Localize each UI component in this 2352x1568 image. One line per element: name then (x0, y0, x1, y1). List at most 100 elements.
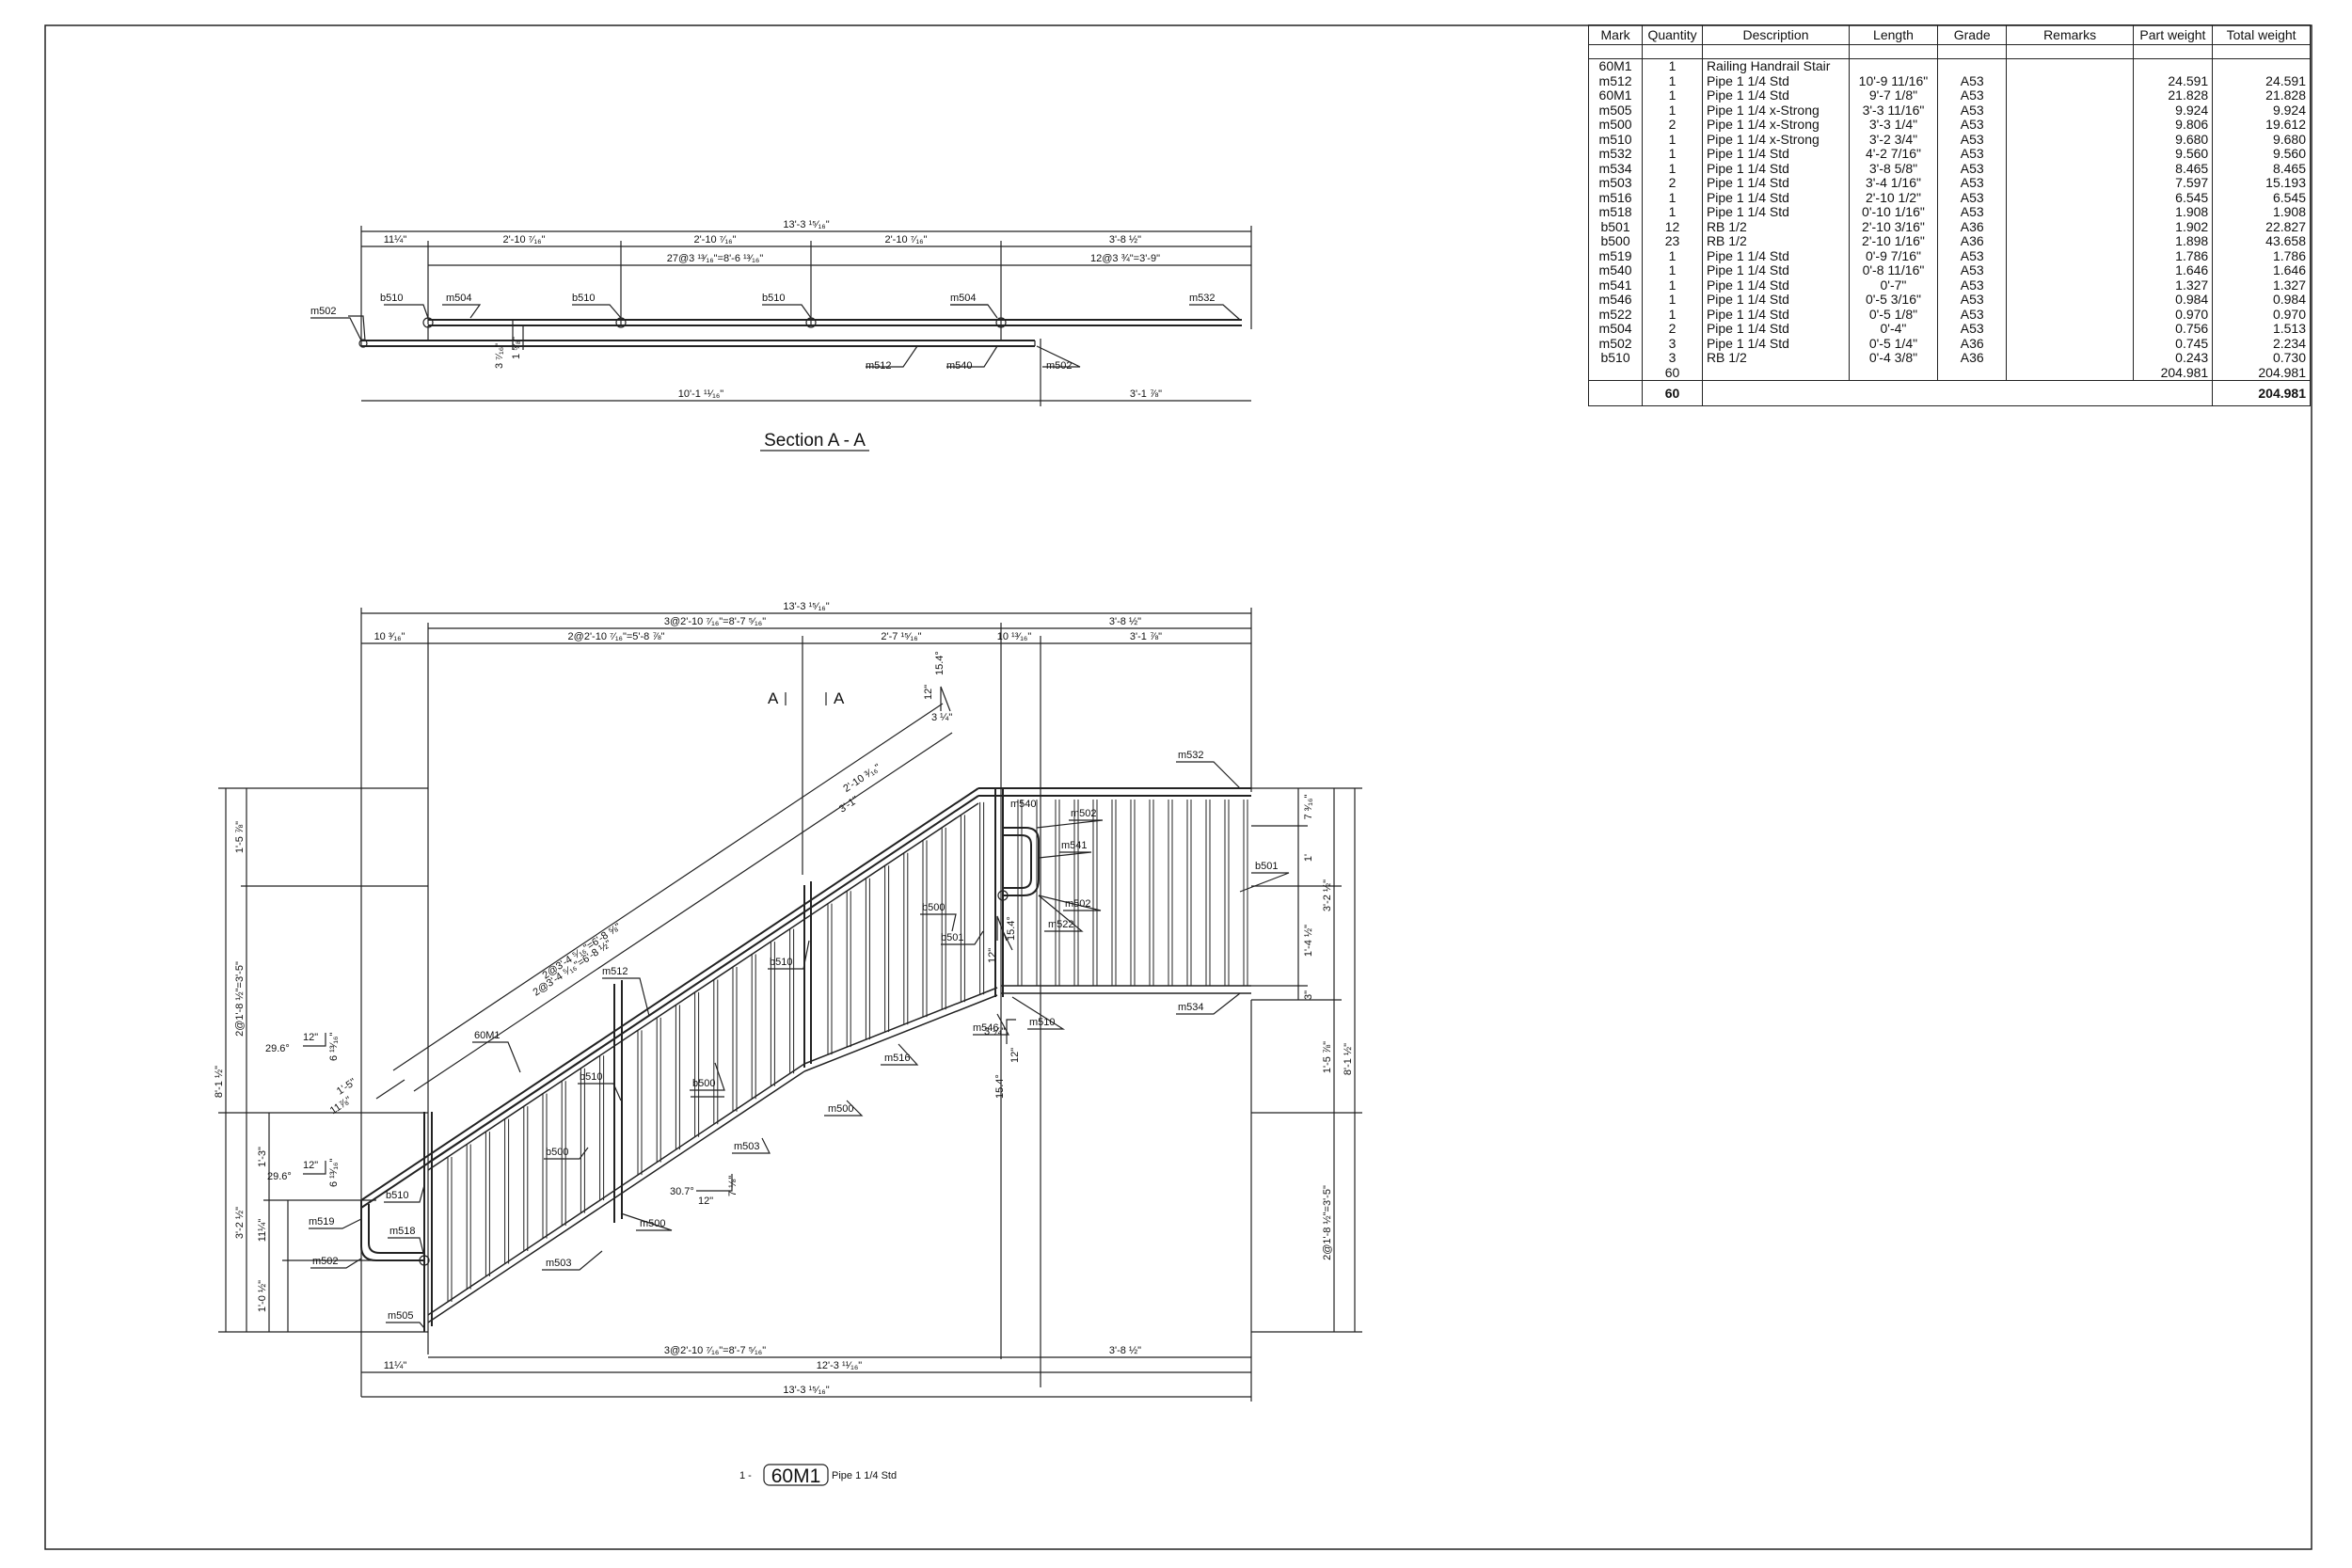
dim-elev-bottom-a: 3@2'-10 ⁷⁄₁₆"=8'-7 ⁵⁄₁₆" (664, 1345, 766, 1356)
elev-part-label: 60M1 (474, 1030, 501, 1041)
dim-section-d5: 3'-8 ½" (1109, 234, 1141, 245)
dim-section-bottom-right: 3'-1 ⅞" (1130, 388, 1162, 400)
elev-part-label: b501 (941, 932, 963, 943)
bom-cell-grade: A53 (1936, 190, 2008, 205)
bom-cell-total: 21.828 (2212, 88, 2311, 103)
bom-cell-desc: Pipe 1 1/4 Std (1701, 161, 1851, 176)
bom-cell-remarks (2006, 322, 2134, 337)
elev-part-label: m502 (1071, 808, 1097, 819)
bom-header-cell: Part weight (2132, 24, 2214, 45)
bom-cell-length: 0'-7" (1849, 277, 1938, 293)
bom-cell-length: 0'-10 1/16" (1849, 205, 1938, 220)
dim-section-d1: 11¼" (384, 234, 407, 245)
bom-cell-desc: Pipe 1 1/4 Std (1701, 73, 1851, 88)
bom-cell-remarks (2006, 336, 2134, 351)
elev-part-label: m500 (828, 1103, 854, 1115)
bom-cell-qty: 23 (1642, 234, 1703, 249)
bom-cell-desc: RB 1/2 (1701, 234, 1851, 249)
dim-elev-bottom-b: 3'-8 ½" (1109, 1345, 1141, 1356)
bom-cell-grade: A53 (1936, 205, 2008, 220)
dim-elev-right-r2: 1' (1303, 854, 1314, 862)
bom-cell-mark: b510 (1587, 351, 1644, 366)
section-label-m502-left: m502 (310, 306, 337, 317)
bom-header-cell: Total weight (2212, 24, 2311, 45)
elev-part-label: m540 (1010, 799, 1037, 810)
bom-cell-remarks (2006, 307, 2134, 322)
bom-cell-desc: Pipe 1 1/4 Std (1701, 147, 1851, 162)
bom-cell-part (2132, 58, 2214, 74)
caption-prefix: 1 - (739, 1470, 752, 1481)
bom-cell-total: 0.970 (2212, 307, 2311, 322)
bom-cell-remarks (2006, 351, 2134, 366)
bom-cell-mark: m532 (1587, 147, 1644, 162)
bom-cell-part: 1.646 (2132, 263, 2214, 278)
bom-cell-qty: 1 (1642, 103, 1703, 118)
bom-cell-qty: 1 (1642, 293, 1703, 308)
bom-cell-part: 0.970 (2132, 307, 2214, 322)
dim-section-overall: 13'-3 ¹⁵⁄₁₆" (783, 219, 829, 230)
bom-cell-qty: 2 (1642, 176, 1703, 191)
bom-cell-mark: m502 (1587, 336, 1644, 351)
bom-cell-total: 0.984 (2212, 293, 2311, 308)
dim-elev-left-total: 8'-1 ½" (214, 1066, 225, 1098)
elev-part-label: b510 (770, 957, 792, 968)
bom-cell-remarks (2006, 58, 2134, 74)
bom-cell-qty: 1 (1642, 277, 1703, 293)
bom-cell-grade: A53 (1936, 277, 2008, 293)
angle-a6: 15.4° (994, 1074, 1006, 1099)
elev-part-label: m503 (546, 1258, 572, 1269)
bom-grand-blank-span (1701, 380, 2214, 406)
elev-part-label: m516 (884, 1053, 911, 1064)
bom-cell-grade: A53 (1936, 103, 2008, 118)
bom-cell-length: 0'-4" (1849, 322, 1938, 337)
bom-cell-remarks (2006, 219, 2134, 234)
bom-cell-desc: Pipe 1 1/4 Std (1701, 263, 1851, 278)
angle-a3: 30.7° (670, 1186, 694, 1197)
bom-cell-part: 9.680 (2132, 132, 2214, 147)
dim-elev-bottom-overall: 13'-3 ¹⁵⁄₁₆" (783, 1385, 829, 1396)
bom-cell-qty: 1 (1642, 73, 1703, 88)
bom-cell-length: 0'-5 1/8" (1849, 307, 1938, 322)
elev-part-label: b500 (546, 1147, 568, 1158)
bom-header-cell: Length (1849, 24, 1938, 45)
bom-cell-qty: 1 (1642, 190, 1703, 205)
bom-spacer-row (1587, 44, 2311, 59)
bom-cell-length: 0'-5 3/16" (1849, 293, 1938, 308)
dim-elev-top-c5: 3'-1 ⅞" (1130, 631, 1162, 642)
dim-elev-left-l1: 1'-3" (257, 1147, 268, 1167)
elev-part-label: b500 (692, 1078, 715, 1089)
bom-cell-remarks (2006, 132, 2134, 147)
angle-n6-2: 6 ¹³⁄₁₆" (328, 1159, 340, 1187)
bom-cell-total (2212, 58, 2311, 74)
bom-cell-grade: A53 (1936, 118, 2008, 133)
dim-elev-bottom-c1: 11¼" (384, 1360, 407, 1371)
dim-section-v2: 1 ⁵⁄₈" (511, 337, 522, 359)
elev-part-label: m534 (1178, 1002, 1204, 1013)
dim-elev-left-upper: 1'-5 ⅞" (234, 821, 246, 853)
dim-section-bottom-left: 10'-1 ¹¹⁄₁₆" (678, 388, 723, 400)
bom-cell-remarks (2006, 293, 2134, 308)
dim-section-v1: 3 ⁷⁄₁₆" (494, 343, 505, 369)
bom-cell-qty: 1 (1642, 263, 1703, 278)
section-marker-a-left: A (768, 689, 779, 707)
bom-cell-total: 1.327 (2212, 277, 2311, 293)
bom-subtotal-cell: 60 (1642, 365, 1703, 381)
bom-cell-remarks (2006, 118, 2134, 133)
bom-cell-qty: 1 (1642, 205, 1703, 220)
bom-subtotal-cell (1936, 365, 2008, 381)
bom-cell-mark: m518 (1587, 205, 1644, 220)
baluster-group (447, 800, 1248, 1302)
section-label-m540: m540 (946, 360, 973, 372)
elev-part-label: m502 (1065, 898, 1091, 910)
bom-cell-grade: A53 (1936, 161, 2008, 176)
dim-elev-overall-top: 13'-3 ¹⁵⁄₁₆" (783, 601, 829, 612)
bom-cell-length: 3'-2 3/4" (1849, 132, 1938, 147)
bom-cell-qty: 1 (1642, 147, 1703, 162)
bom-cell-total: 19.612 (2212, 118, 2311, 133)
